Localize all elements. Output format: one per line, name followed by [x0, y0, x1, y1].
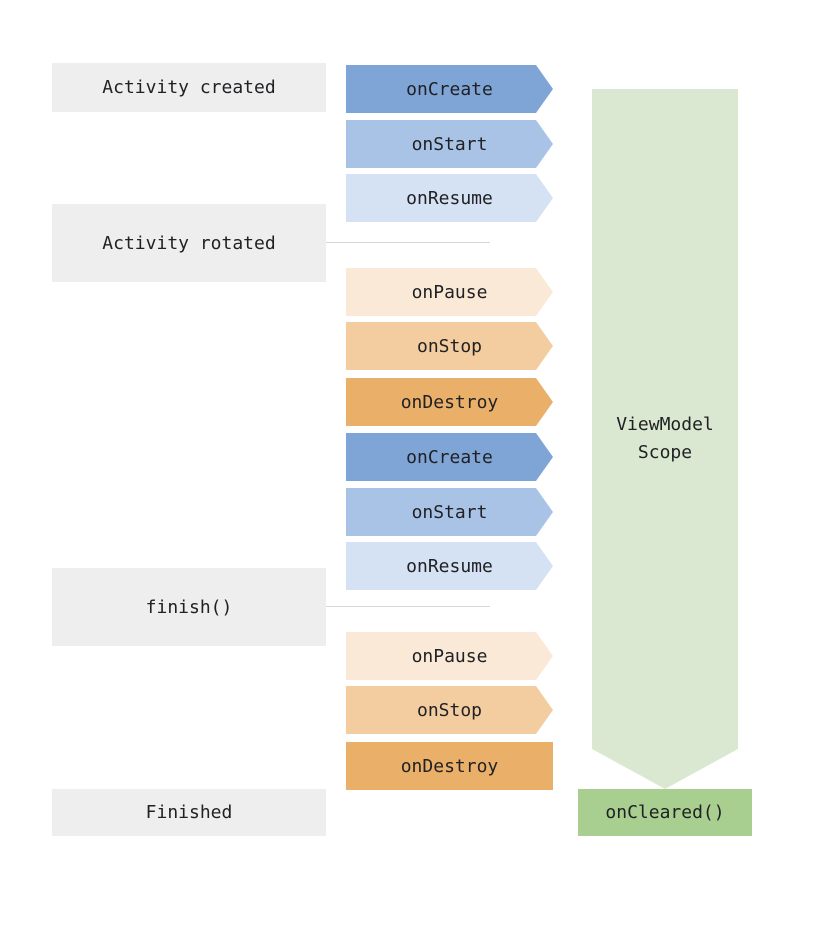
lifecycle-step-onpause: onPause [346, 632, 553, 680]
lifecycle-step-onresume: onResume [346, 174, 553, 222]
state-finished: Finished [52, 789, 326, 836]
scope-label-line1: ViewModel [616, 414, 714, 435]
state-activity-rotated: Activity rotated [52, 204, 326, 282]
lifecycle-step-oncreate: onCreate [346, 65, 553, 113]
lifecycle-step-onstart: onStart [346, 120, 553, 168]
state-label: Activity created [102, 77, 276, 98]
state-finish-call: finish() [52, 568, 326, 646]
lifecycle-step-oncreate: onCreate [346, 433, 553, 481]
lifecycle-step-onstop: onStop [346, 686, 553, 734]
lifecycle-step-onstop: onStop [346, 322, 553, 370]
state-label: Finished [145, 802, 233, 823]
lifecycle-step-onresume: onResume [346, 542, 553, 590]
rotated-connector-line [326, 242, 490, 243]
lifecycle-step-onstart: onStart [346, 488, 553, 536]
viewmodel-scope-arrow: ViewModel Scope [592, 89, 738, 789]
oncleared-label: onCleared() [605, 802, 725, 823]
lifecycle-step-ondestroy: onDestroy [346, 378, 553, 426]
scope-label-line2: Scope [637, 442, 693, 463]
state-label: Activity rotated [102, 232, 276, 254]
oncleared-box: onCleared() [578, 789, 752, 836]
lifecycle-step-ondestroy: onDestroy [346, 742, 553, 790]
state-activity-created: Activity created [52, 63, 326, 112]
lifecycle-step-onpause: onPause [346, 268, 553, 316]
state-label: finish() [145, 596, 233, 618]
finish-connector-line [326, 606, 490, 607]
